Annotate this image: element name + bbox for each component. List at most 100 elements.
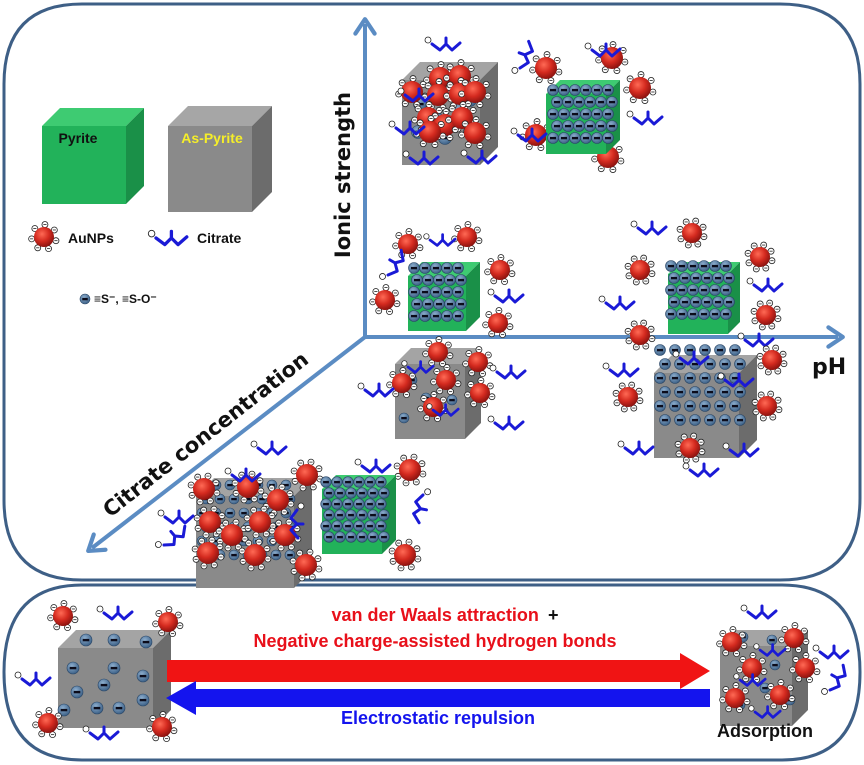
bottom-panel: van der Waals attraction + Negative char…	[166, 605, 813, 741]
surface-site-icon	[444, 274, 456, 286]
surface-site-icon	[580, 84, 592, 96]
surface-site-icon	[595, 96, 607, 108]
surface-site-icon	[562, 96, 574, 108]
surface-site-icon	[452, 310, 464, 322]
surface-site-icon	[573, 120, 585, 132]
surface-site-icon	[433, 298, 445, 310]
surface-site-icon	[547, 108, 559, 120]
surface-site-icon	[679, 296, 691, 308]
aunp-icon	[146, 711, 178, 743]
citrate-icon	[487, 288, 525, 304]
aunp-icon	[750, 299, 782, 331]
surface-site-icon	[562, 120, 574, 132]
surface-site-icon	[714, 344, 726, 356]
surface-site-icon	[375, 498, 387, 510]
citrate-icon	[426, 403, 460, 417]
surface-site-icon	[699, 400, 711, 412]
surface-site-icon	[139, 635, 153, 649]
surface-site-icon	[569, 132, 581, 144]
surface-site-icon	[723, 272, 735, 284]
surface-site-icon	[353, 476, 365, 488]
surface-site-icon	[342, 520, 354, 532]
attraction-text: van der Waals attraction	[332, 605, 539, 625]
surface-site-icon	[720, 260, 732, 272]
surface-site-icon	[606, 120, 618, 132]
surface-site-icon	[689, 414, 701, 426]
surface-site-icon	[551, 120, 563, 132]
surface-site-icon	[364, 476, 376, 488]
surface-site-icon	[712, 272, 724, 284]
aunp-icon	[751, 390, 783, 422]
surface-site-icon	[331, 520, 343, 532]
surface-site-icon	[452, 286, 464, 298]
surface-site-icon	[408, 310, 420, 322]
surface-site-icon	[270, 549, 282, 561]
surface-site-icon	[79, 633, 93, 647]
surface-site-icon	[353, 520, 365, 532]
surface-site-icon	[378, 531, 390, 543]
surface-site-icon	[455, 274, 467, 286]
aunp-icon	[458, 75, 492, 108]
surface-site-icon	[364, 520, 376, 532]
ph-axis-label: pH	[812, 355, 846, 380]
citrate-icon	[717, 372, 755, 388]
citrate-icon	[489, 364, 527, 380]
aunp-icon	[719, 682, 751, 714]
citrate-icon	[379, 248, 405, 280]
surface-site-icon	[669, 372, 681, 384]
surface-site-icon	[701, 296, 713, 308]
legend-aunp-label: AuNPs	[68, 230, 114, 246]
citrate-icon	[147, 229, 189, 247]
surface-site-icon	[430, 262, 442, 274]
surface-site-icon	[668, 296, 680, 308]
surface-site-icon	[320, 498, 332, 510]
surface-site-icon	[584, 120, 596, 132]
surface-site-icon	[689, 386, 701, 398]
surface-site-icon	[659, 358, 671, 370]
surface-site-icon	[356, 487, 368, 499]
surface-site-icon	[690, 272, 702, 284]
aunp-icon	[290, 458, 324, 492]
legend-pyrite-label: Pyrite	[59, 130, 98, 146]
surface-site-icon	[408, 262, 420, 274]
aunp-icon	[744, 241, 776, 273]
surface-site-icon	[723, 296, 735, 308]
citrate-icon	[746, 277, 784, 293]
legend-pyrite-cube	[42, 108, 144, 204]
surface-site-icon	[107, 633, 121, 647]
surface-site-icon	[687, 260, 699, 272]
surface-site-icon	[580, 108, 592, 120]
surface-site-icon	[659, 386, 671, 398]
surface-site-icon	[441, 286, 453, 298]
aunp-icon	[676, 217, 708, 249]
aunp-icon	[243, 505, 277, 539]
citrate-icon	[821, 663, 847, 695]
aunp-icon	[28, 221, 60, 253]
surface-site-icon	[375, 520, 387, 532]
surface-site-icon	[734, 358, 746, 370]
surface-site-icon	[66, 661, 80, 675]
aunp-icon	[392, 228, 424, 260]
surface-site-icon	[367, 531, 379, 543]
surface-site-icon	[452, 262, 464, 274]
citrate-icon	[154, 524, 187, 548]
surface-site-icon	[334, 509, 346, 521]
citrate-icon	[617, 440, 655, 456]
aunp-icon	[462, 346, 494, 378]
surface-site-icon	[704, 386, 716, 398]
aunp-icon	[623, 71, 657, 104]
aunp-icon	[393, 453, 427, 487]
surface-site-icon	[378, 509, 390, 521]
aunp-icon	[386, 367, 418, 399]
surface-site-icon	[419, 310, 431, 322]
surface-site-icon	[665, 260, 677, 272]
surface-site-icon	[320, 520, 332, 532]
surface-site-icon	[712, 296, 724, 308]
surface-site-icon	[558, 84, 570, 96]
surface-site-icon	[602, 132, 614, 144]
surface-site-icon	[654, 372, 666, 384]
aunp-icon	[32, 707, 64, 739]
aunp-icon	[756, 344, 788, 376]
citrate-icon	[357, 382, 395, 398]
surface-site-icon	[342, 498, 354, 510]
